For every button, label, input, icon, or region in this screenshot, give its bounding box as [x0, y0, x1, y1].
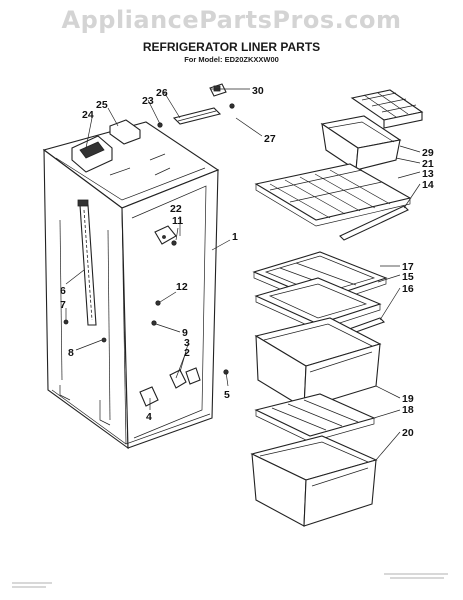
callout-13: 13: [422, 168, 434, 180]
callout-7: 7: [60, 299, 66, 311]
callout-27: 27: [264, 133, 276, 145]
wire-shelf-upper: [254, 163, 412, 227]
watermark: AppliancePartsPros.com: [61, 6, 402, 34]
callout-16: 16: [402, 283, 414, 295]
callout-20: 20: [402, 427, 414, 439]
lower-brackets: [139, 367, 201, 407]
callout-25: 25: [96, 99, 108, 111]
crisper-drawer-lower: [250, 435, 378, 527]
ice-tray: [350, 89, 424, 129]
crisper-drawer-upper: [254, 317, 382, 409]
callout-14: 14: [422, 179, 434, 191]
callout-26: 26: [156, 87, 168, 99]
model-subtitle: For Model: ED20ZKXXW00: [184, 55, 279, 64]
callout-2: 2: [184, 347, 190, 359]
light-housing: [71, 119, 141, 173]
callout-numbers: 30 26 23 25 24 27 29 21 13 14 22 11 1 17…: [60, 85, 434, 439]
liner-cabinet: [42, 121, 220, 450]
shelf-rail: [339, 205, 409, 241]
diagram-title: REFRIGERATOR LINER PARTS: [142, 40, 321, 54]
callout-12: 12: [176, 281, 188, 293]
callout-29: 29: [422, 147, 434, 159]
leader-lines: [65, 88, 421, 461]
callout-18: 18: [402, 404, 414, 416]
ice-bin: [320, 115, 402, 171]
crisper-cover: [254, 393, 376, 443]
callout-1: 1: [232, 231, 238, 243]
callout-4: 4: [146, 411, 152, 423]
callout-9: 9: [182, 327, 188, 339]
callout-24: 24: [82, 109, 94, 121]
callout-3: 3: [184, 337, 190, 349]
callout-15: 15: [402, 271, 414, 283]
callout-22: 22: [170, 203, 182, 215]
callout-30: 30: [252, 85, 264, 97]
callout-17: 17: [402, 261, 414, 273]
callout-5: 5: [224, 389, 230, 401]
shelf-bracket: [154, 225, 177, 246]
top-rail: [172, 83, 227, 125]
callout-11: 11: [172, 215, 183, 227]
light-rail: [77, 199, 97, 326]
screws: [63, 103, 235, 375]
callout-8: 8: [68, 347, 74, 359]
callout-23: 23: [142, 95, 154, 107]
callout-6: 6: [60, 285, 66, 297]
callout-19: 19: [402, 393, 414, 405]
callout-21: 21: [422, 158, 434, 170]
footer-marks: [12, 573, 448, 588]
